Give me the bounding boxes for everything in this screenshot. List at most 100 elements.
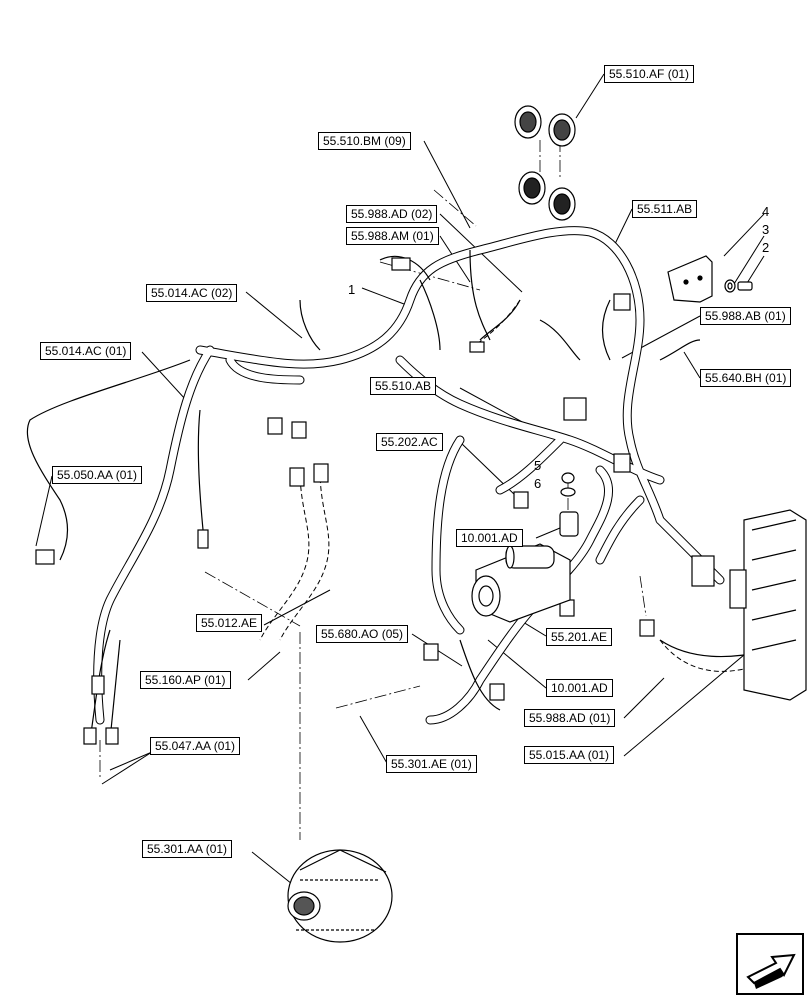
callout-55-511-ab[interactable]: 55.511.AB [632, 200, 698, 218]
socket [519, 111, 537, 133]
callout-55-510-bm-09[interactable]: 55.510.BM (09) [318, 132, 411, 150]
connector [83, 727, 97, 745]
connector [105, 727, 119, 745]
connector [313, 463, 329, 483]
connector [691, 555, 715, 587]
center-line [639, 575, 647, 617]
callout-55-680-ao-05[interactable]: 55.680.AO (05) [316, 625, 409, 643]
callout-55-301-aa-01[interactable]: 55.301.AA (01) [142, 840, 233, 858]
wire [109, 639, 121, 741]
callout-55-988-ad-02[interactable]: 55.988.AD (02) [346, 205, 438, 223]
connector [391, 257, 411, 271]
wire [299, 299, 321, 351]
leader-line [723, 213, 765, 257]
leader-line [247, 651, 281, 681]
callout-55-510-af-01[interactable]: 55.510.AF (01) [604, 65, 695, 83]
bracket-hole [697, 275, 703, 281]
center-line [335, 685, 421, 709]
connector [513, 491, 529, 509]
callout-55-640-bh-01[interactable]: 55.640.BH (01) [700, 369, 792, 387]
bolt [737, 281, 753, 291]
center-line [204, 571, 301, 627]
item-number-2: 2 [762, 240, 770, 255]
connector [197, 529, 209, 549]
item-number-5: 5 [534, 458, 542, 473]
item-number-4: 4 [762, 204, 770, 219]
next-page-arrow-icon[interactable] [736, 933, 804, 995]
bracket-hole [683, 279, 689, 285]
leader-line [423, 140, 471, 229]
connector [469, 341, 485, 353]
nut [561, 472, 575, 484]
wire [459, 639, 501, 711]
center-line [433, 189, 477, 227]
leader-line [141, 351, 187, 401]
leader-line [733, 235, 765, 285]
connector [563, 397, 587, 421]
item-number-3: 3 [762, 222, 770, 237]
leader-line [359, 715, 389, 766]
callout-55-988-ad-01[interactable]: 55.988.AD (01) [524, 709, 616, 727]
leader-line [35, 475, 53, 547]
item-number-1: 1 [348, 282, 356, 297]
callout-55-988-ab-01[interactable]: 55.988.AB (01) [700, 307, 791, 325]
connector [289, 467, 305, 487]
callout-55-014-ac-02[interactable]: 55.014.AC (02) [146, 284, 238, 302]
alternator [287, 849, 393, 943]
bracket [667, 255, 713, 303]
harness-branch [93, 345, 215, 725]
terminal-stud [559, 511, 579, 537]
ghost-hose [259, 469, 310, 641]
connector [91, 675, 105, 695]
callout-55-988-am-01[interactable]: 55.988.AM (01) [346, 227, 439, 245]
starter-motor [471, 543, 571, 623]
connector [35, 549, 55, 565]
wire [197, 409, 205, 541]
callout-55-510-ab[interactable]: 55.510.AB [370, 377, 437, 395]
wire [419, 279, 441, 351]
leader-line [575, 73, 605, 119]
leader-line [361, 287, 405, 305]
wire [469, 249, 491, 341]
callout-55-201-ae[interactable]: 55.201.AE [546, 628, 613, 646]
callout-55-015-aa-01[interactable]: 55.015.AA (01) [524, 746, 615, 764]
connector [613, 293, 631, 311]
callout-55-202-ac[interactable]: 55.202.AC [376, 433, 443, 451]
leader-line [101, 751, 153, 785]
leader-line [251, 851, 293, 885]
socket [523, 177, 541, 199]
washer-hole [727, 282, 733, 290]
washer [560, 487, 576, 497]
callout-55-047-aa-01[interactable]: 55.047.AA (01) [150, 737, 241, 755]
wire [479, 299, 521, 341]
leader-line [109, 751, 153, 771]
connector [291, 421, 307, 439]
callout-55-301-ae-01[interactable]: 55.301.AE (01) [386, 755, 477, 773]
ghost-hose [279, 469, 330, 641]
connector [489, 683, 505, 701]
wire [659, 339, 701, 361]
leader-line [263, 589, 331, 626]
connector [639, 619, 655, 637]
leader-line [683, 351, 701, 379]
callout-10-001-ad-top[interactable]: 10.001.AD [456, 529, 523, 547]
item-number-6: 6 [534, 476, 542, 491]
leader-line [613, 208, 633, 247]
leader-line [487, 639, 547, 689]
callout-55-160-ap-01[interactable]: 55.160.AP (01) [140, 671, 231, 689]
connector [423, 643, 439, 661]
ecu-module [729, 509, 807, 701]
callout-10-001-ad-bottom[interactable]: 10.001.AD [546, 679, 613, 697]
callout-55-050-aa-01[interactable]: 55.050.AA (01) [52, 466, 143, 484]
wire [539, 319, 581, 361]
socket [553, 193, 571, 215]
leader-line [535, 527, 561, 539]
callout-55-012-ae[interactable]: 55.012.AE [196, 614, 263, 632]
callout-55-014-ac-01[interactable]: 55.014.AC (01) [40, 342, 132, 360]
wire [26, 359, 191, 561]
connector [267, 417, 283, 435]
connector [613, 453, 631, 473]
leader-line [623, 677, 665, 719]
socket [553, 119, 571, 141]
